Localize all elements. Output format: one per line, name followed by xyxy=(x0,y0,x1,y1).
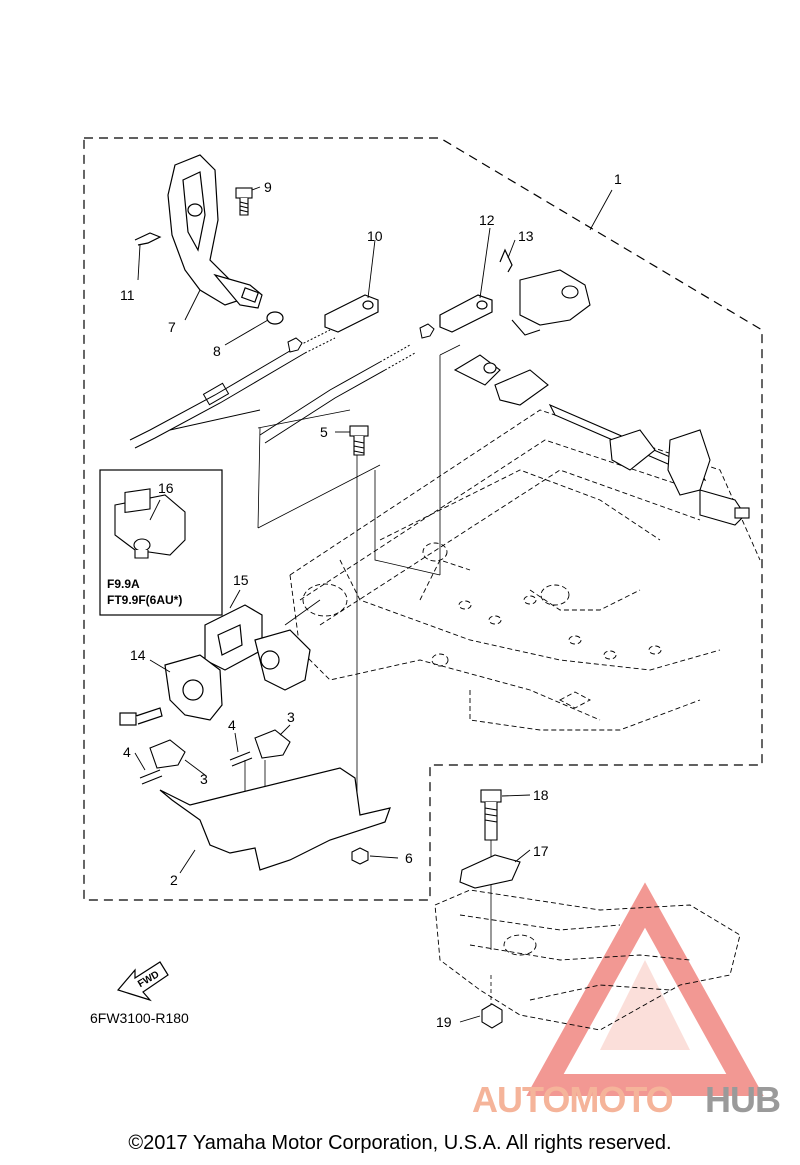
pin-part-11 xyxy=(134,232,162,246)
lever-part-7 xyxy=(167,154,263,309)
clip-part-3-upper xyxy=(254,729,291,759)
callout-13: 13 xyxy=(518,228,534,244)
bolt-part-9 xyxy=(235,187,253,216)
callout-6: 6 xyxy=(405,850,413,866)
callout-11: 11 xyxy=(120,287,135,303)
diagram-code: 6FW3100-R180 xyxy=(90,1010,189,1026)
callout-1: 1 xyxy=(614,171,622,187)
callout-leaders xyxy=(134,186,613,1023)
callout-3-upper: 3 xyxy=(287,709,295,725)
copyright-notice: ©2017 Yamaha Motor Corporation, U.S.A. A… xyxy=(128,1132,672,1154)
shift-rod xyxy=(453,354,750,526)
callout-4-upper: 4 xyxy=(228,717,236,733)
callout-5: 5 xyxy=(320,424,328,440)
callout-15: 15 xyxy=(233,572,249,588)
callout-2: 2 xyxy=(170,872,178,888)
watermark-text-hub: HUB xyxy=(705,1079,780,1120)
callout-7: 7 xyxy=(168,319,176,335)
plate-part-17 xyxy=(459,854,521,889)
bolt-part-18 xyxy=(480,789,502,841)
clip-part-3-lower xyxy=(149,739,186,769)
watermark-text-automoto: AUTOMOTO xyxy=(472,1079,673,1120)
throttle-cable xyxy=(129,329,336,449)
callout-18: 18 xyxy=(533,787,549,803)
nut-part-6 xyxy=(351,847,369,865)
shift-arm xyxy=(511,269,591,336)
shift-cable xyxy=(169,344,416,444)
joint-part-10 xyxy=(324,294,379,333)
callout-14: 14 xyxy=(130,647,146,663)
callout-9: 9 xyxy=(264,179,272,195)
callout-4-lower: 4 xyxy=(123,744,131,760)
callout-17: 17 xyxy=(533,843,549,859)
bolt-part-5 xyxy=(349,425,369,456)
bracket-part-2 xyxy=(159,767,391,871)
joint-part-12 xyxy=(439,294,493,333)
pin-part-4-upper xyxy=(229,751,253,767)
inset-model-line1: F9.9A xyxy=(107,577,140,591)
inset-part-16 xyxy=(114,488,186,559)
callout-10: 10 xyxy=(367,228,383,244)
pin-part-4-lower xyxy=(139,769,163,785)
washer-part-8 xyxy=(266,311,284,325)
inset-box xyxy=(99,469,223,616)
assembly-outline xyxy=(83,137,763,901)
inset-model-line2: FT9.9F(6AU*) xyxy=(107,593,182,607)
callout-12: 12 xyxy=(479,212,495,228)
plate-part-14 xyxy=(119,654,223,726)
callout-8: 8 xyxy=(213,343,221,359)
watermark-logo-triangle xyxy=(526,882,764,1096)
fwd-arrow-icon: FWD xyxy=(116,961,169,1002)
nut-part-19 xyxy=(481,1003,503,1029)
callout-3-lower: 3 xyxy=(200,771,208,787)
callout-19: 19 xyxy=(436,1014,452,1030)
cable-nuts xyxy=(287,323,435,353)
lower-mount xyxy=(434,889,741,1031)
callout-16: 16 xyxy=(158,480,174,496)
